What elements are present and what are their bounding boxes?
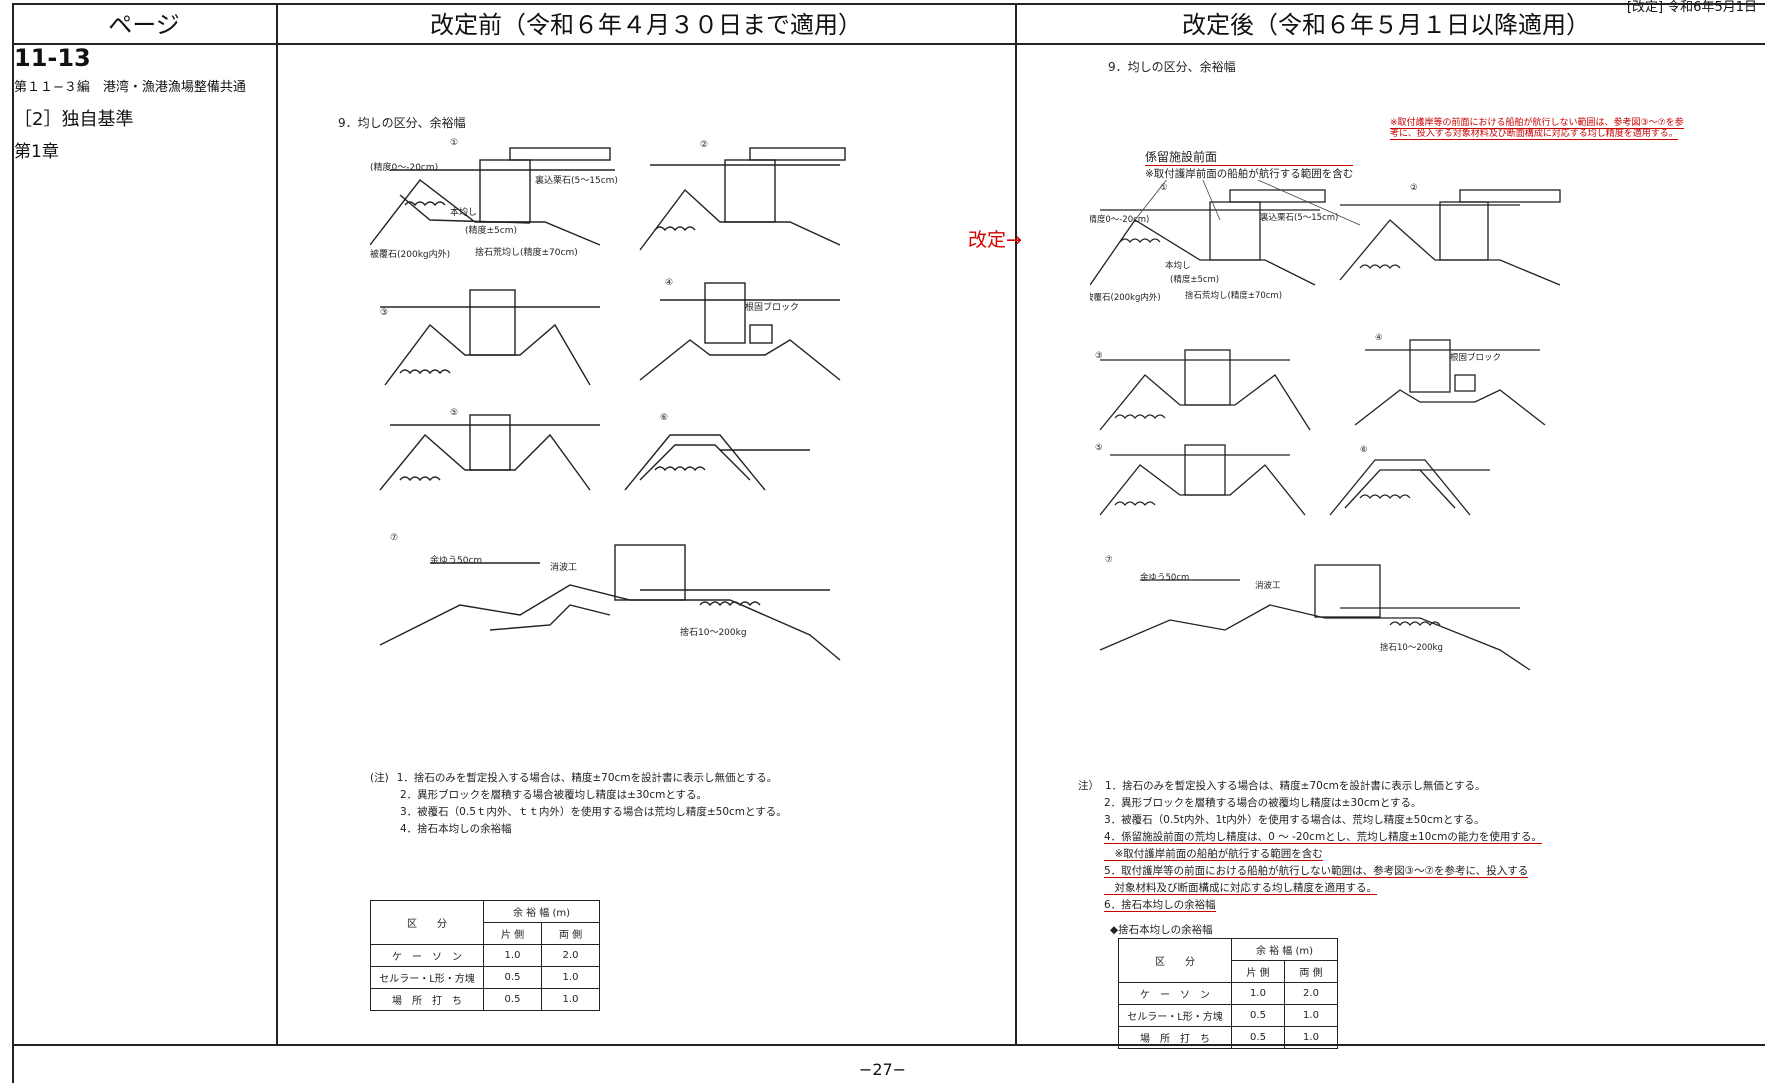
after-note-5: 5．取付護岸等の前面における船舶が航行しない範囲は、参考図③〜⑦を参考に、投入す…	[1104, 865, 1529, 878]
before-accuracy5-label: (精度±5cm)	[465, 224, 517, 236]
after-th-category: 区 分	[1118, 938, 1232, 983]
after-keiko-label: 根固ブロック	[1450, 352, 1501, 363]
after-precision-label: (精度0〜-20cm)	[1090, 214, 1149, 225]
before-section-title: 9．均しの区分、余裕幅	[338, 116, 466, 130]
after-hifuku-label: 被覆石(200kg内外)	[1090, 292, 1161, 303]
before-accuracy70-label: 捨石荒均し(精度±70cm)	[475, 246, 578, 258]
before-keiko-label: 根固ブロック	[745, 301, 799, 313]
after-shoha-label: 消波工	[1255, 580, 1281, 591]
before-fig6-label: ⑥	[660, 413, 668, 423]
page-number: 11-13	[14, 44, 91, 72]
before-th-one: 片 側	[483, 922, 542, 945]
after-fig5-label: ⑤	[1095, 443, 1103, 453]
table-left-border	[12, 3, 14, 1083]
after-th-both: 両 側	[1284, 960, 1338, 983]
after-uragome-label: 裏込栗石(5〜15cm)	[1260, 212, 1338, 223]
before-shoha-label: 消波工	[550, 561, 577, 573]
before-notes: (注) 1．捨石のみを暫定投入する場合は、精度±70cmを設計書に表示し無価とす…	[370, 770, 990, 838]
after-note-4: 4．係留施設前面の荒均し精度は、0 〜 -20cmとし、荒均し精度±10cmの能…	[1104, 831, 1542, 844]
table-header-border	[12, 43, 1765, 45]
after-fig1-label: ①	[1160, 183, 1168, 193]
before-fig1-label: ①	[450, 138, 458, 148]
after-note-2: 2．異形ブロックを層積する場合の被覆均し精度は±30cmとする。	[1104, 797, 1422, 809]
after-note-3: 3．被覆石（0.5t内外、1t内外）を使用する場合は、荒均し精度±50cmとする…	[1104, 814, 1485, 826]
after-section-title: 9．均しの区分、余裕幅	[1108, 60, 1236, 74]
after-accuracy70-label: 捨石荒均し(精度±70cm)	[1185, 290, 1282, 301]
after-cross-section-diagrams: ① ② ③ ④ ⑤ ⑥ ⑦ (精度0〜-20cm) 本均し (精度±5cm) 被…	[1090, 180, 1561, 671]
chapter-name: 第1章	[14, 142, 59, 162]
before-note-4: 4．捨石本均しの余裕幅	[400, 823, 512, 835]
after-fig4-label: ④	[1375, 333, 1383, 343]
revision-arrow-mark: 改定→	[968, 229, 1022, 251]
after-red-callout: ※取付護岸等の前面における船舶が航行しない範囲は、参考図③〜⑦を参考に、投入する…	[1390, 118, 1684, 140]
before-fig2-label: ②	[700, 140, 708, 150]
before-note-3: 3．被覆石（0.5ｔ内外、ｔｔ内外）を使用する場合は荒均し精度±50cmとする。	[400, 806, 787, 818]
before-sute-stone-label: 捨石10〜200kg	[680, 626, 747, 638]
after-fig3-label: ③	[1095, 351, 1103, 361]
section-name: 第１１−３編 港湾・漁港漁場整備共通	[14, 80, 246, 95]
after-callout-berth: 係留施設前面 ※取付護岸前面の船舶が航行する範囲を含む	[1145, 150, 1354, 180]
before-fig7-label: ⑦	[390, 533, 398, 543]
standard-name: ［2］独自基準	[14, 109, 134, 130]
before-fig4-label: ④	[665, 278, 673, 288]
before-margin50-label: 余ゆう50cm	[430, 554, 482, 566]
before-cross-section-diagrams: ① ② ③ ④ ⑤ ⑥ ⑦ (精度0〜-20cm) 本均し (精度±5cm) 被…	[370, 138, 846, 661]
before-note-1: 1．捨石のみを暫定投入する場合は、精度±70cmを設計書に表示し無価とする。	[396, 772, 778, 784]
after-notes: 注） 1．捨石のみを暫定投入する場合は、精度±70cmを設計書に表示し無価とする…	[1078, 778, 1758, 914]
before-precision-label: (精度0〜-20cm)	[370, 161, 438, 173]
before-notes-prefix: (注)	[370, 772, 389, 784]
page-info: 11-13 第１１−３編 港湾・漁港漁場整備共通 ［2］独自基準 第1章	[14, 44, 276, 162]
before-th-category: 区 分	[370, 900, 484, 945]
col-header-after: 改定後（令和６年５月１日以降適用）	[1182, 10, 1590, 39]
after-note-5-cont: 対象材料及び断面構成に対応する均し精度を適用する。	[1104, 882, 1377, 895]
col-divider-1	[276, 3, 278, 1045]
after-fig7-label: ⑦	[1105, 555, 1113, 565]
after-hondarashi-label: 本均し	[1165, 260, 1191, 271]
page-footer-number: −27−	[858, 1060, 907, 1079]
after-fig2-label: ②	[1410, 183, 1418, 193]
after-sute-stone-label: 捨石10〜200kg	[1380, 642, 1443, 653]
before-fig3-label: ③	[380, 308, 388, 318]
col-divider-2	[1015, 3, 1017, 1045]
table-bottom-border	[12, 1044, 1765, 1046]
after-note-6: 6．捨石本均しの余裕幅	[1104, 899, 1216, 912]
after-note-1: 1．捨石のみを暫定投入する場合は、精度±70cmを設計書に表示し無価とする。	[1105, 780, 1486, 792]
before-fig5-label: ⑤	[450, 408, 458, 418]
before-th-both: 両 側	[541, 922, 600, 945]
after-th-one: 片 側	[1231, 960, 1285, 983]
table-top-border	[12, 3, 1765, 5]
before-uragome-label: 裏込栗石(5〜15cm)	[535, 174, 618, 186]
after-accuracy5-label: (精度±5cm)	[1170, 274, 1219, 285]
col-header-page: ページ	[108, 10, 180, 39]
after-notes-prefix: 注）	[1078, 780, 1099, 792]
after-margin50-label: 余ゆう50cm	[1140, 572, 1189, 583]
after-th-margin: 余 裕 幅 (m)	[1231, 938, 1338, 961]
before-th-margin: 余 裕 幅 (m)	[483, 900, 600, 923]
after-table-caption: ◆捨石本均しの余裕幅	[1110, 924, 1213, 936]
before-hondarashi-label: 本均し	[450, 206, 477, 218]
col-header-before: 改定前（令和６年４月３０日まで適用）	[430, 10, 862, 39]
before-note-2: 2．異形ブロックを層積する場合被覆均し精度は±30cmとする。	[400, 789, 708, 801]
before-hifuku-label: 被覆石(200kg内外)	[370, 248, 450, 260]
after-fig6-label: ⑥	[1360, 445, 1368, 455]
after-note-4-sub: ※取付護岸前面の船舶が航行する範囲を含む	[1104, 848, 1323, 861]
